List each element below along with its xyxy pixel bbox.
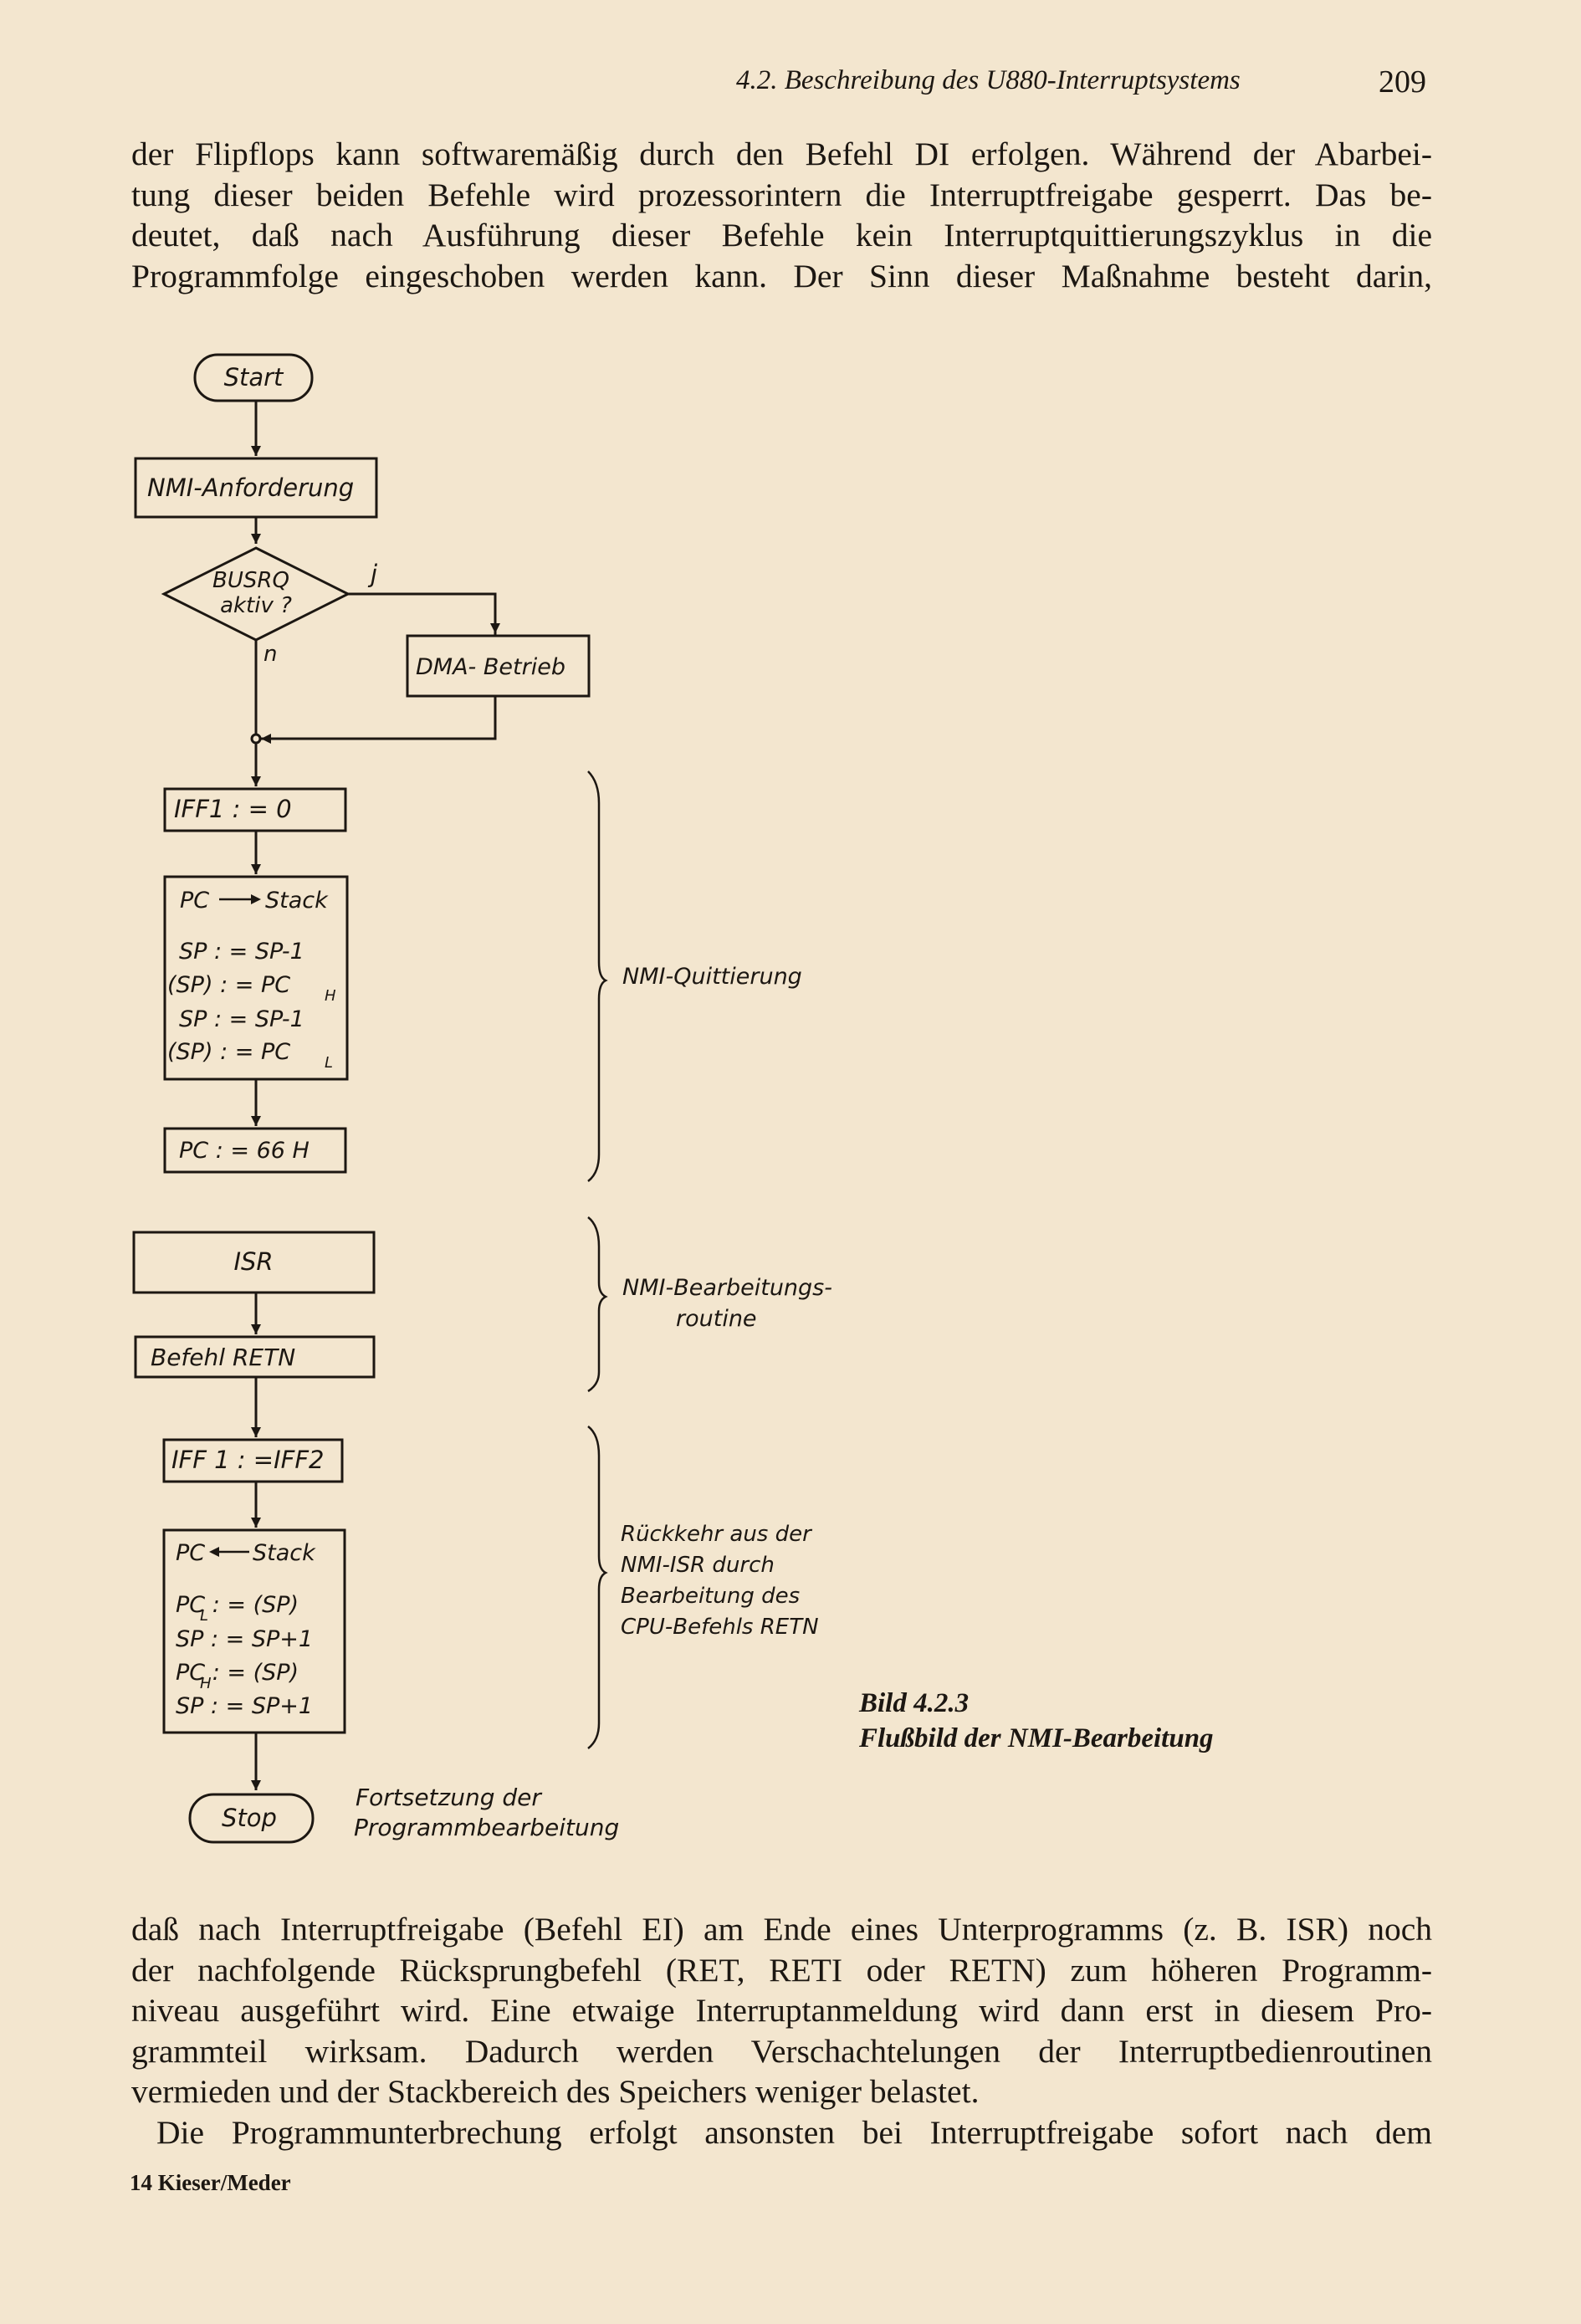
isr-label: ISR xyxy=(233,1247,273,1276)
retn-label: Befehl RETN xyxy=(151,1344,295,1371)
pc-stack-pop-head: PC xyxy=(176,1540,205,1566)
pc-stack-pop-box xyxy=(162,1528,346,1734)
pc-stack-head-target: Stack xyxy=(265,888,329,914)
text-line: vermieden und der Stackbereich des Speic… xyxy=(131,2073,980,2110)
pc-66h-label: PC : = 66 H xyxy=(179,1138,310,1164)
figure-caption-label: Bild 4.2.3 xyxy=(859,1688,970,1718)
pc-66h-box xyxy=(163,1127,347,1174)
decision-no-label: n xyxy=(264,642,277,667)
brace-label-rueckkehr: CPU-Befehls RETN xyxy=(621,1615,819,1640)
paragraph-last: Die Programmunterbrechung erfolgt ansons… xyxy=(156,2112,1432,2153)
pc-stack-pop-line: SP : = SP+1 xyxy=(176,1693,313,1719)
iff1-restore-box xyxy=(162,1438,344,1483)
brace-nmi-quittierung xyxy=(587,770,608,1182)
paragraph-top: der Flipflops kann softwaremäßig durch d… xyxy=(131,134,1432,296)
text-line: Programmfolge eingeschoben werden kann. … xyxy=(131,257,1432,294)
pc-stack-pop-head-target: Stack xyxy=(253,1540,316,1566)
pc-stack-head: PC xyxy=(180,888,209,914)
stop-label: Stop xyxy=(222,1804,277,1832)
dma-box xyxy=(406,634,591,698)
text-line: grammteil wirksam. Dadurch werden Versch… xyxy=(131,2032,1432,2070)
brace-label-rueckkehr: Bearbeitung des xyxy=(621,1584,800,1609)
pc-stack-sub: H xyxy=(325,987,336,1005)
page-number: 209 xyxy=(1379,64,1426,100)
pc-stack-line: SP : = SP-1 xyxy=(179,1006,304,1032)
text-line: der Flipflops kann softwaremäßig durch d… xyxy=(131,136,1432,172)
text-line: Die Programmunterbrechung erfolgt ansons… xyxy=(156,2114,1432,2151)
pc-stack-line: (SP) : = PC xyxy=(167,972,290,998)
pc-stack-pop-line: SP : = SP+1 xyxy=(176,1626,313,1652)
figure-caption: Bild 4.2.3 Flußbild der NMI-Bearbeitung xyxy=(859,1686,1214,1756)
decision-label-line2: aktiv ? xyxy=(220,593,292,618)
brace-label-rueckkehr: NMI-ISR durch xyxy=(621,1553,775,1578)
isr-box xyxy=(132,1231,376,1294)
brace-label-rueckkehr: Rückkehr aus der xyxy=(621,1522,813,1547)
pc-stack-pop-line: PC : = (SP) xyxy=(176,1660,299,1686)
text-line: daß nach Interruptfreigabe (Befehl EI) a… xyxy=(131,1911,1432,1948)
iff1-restore-label: IFF 1 : =IFF2 xyxy=(171,1446,324,1474)
stop-terminal xyxy=(188,1793,315,1844)
start-label: Start xyxy=(224,363,284,392)
pc-stack-line: SP : = SP-1 xyxy=(179,939,304,965)
paragraph-bottom: daß nach Interruptfreigabe (Befehl EI) a… xyxy=(131,1909,1432,2112)
text-line: niveau ausgeführt wird. Eine etwaige Int… xyxy=(131,1992,1432,2029)
text-line: der nachfolgende Rücksprungbefehl (RET, … xyxy=(131,1951,1432,1989)
pc-stack-sub: L xyxy=(325,1054,333,1072)
brace-label-quittierung: NMI-Quittierung xyxy=(622,964,802,990)
brace-nmi-bearbeitung xyxy=(587,1216,608,1393)
brace-label-bearbeitung-line2: routine xyxy=(676,1306,757,1332)
running-header-title: 4.2. Beschreibung des U880-Interruptsyst… xyxy=(736,65,1241,95)
figure-caption-text: Flußbild der NMI-Bearbeitung xyxy=(859,1723,1214,1753)
decision-label-line1: BUSRQ xyxy=(212,568,289,593)
continue-label-line1: Fortsetzung der xyxy=(356,1784,542,1811)
decision-yes-label: j xyxy=(367,560,378,588)
pc-stack-pop-sub: L xyxy=(200,1607,208,1625)
pc-stack-pop-sub: H xyxy=(200,1675,212,1692)
brace-label-bearbeitung-line1: NMI-Bearbeitungs- xyxy=(622,1275,832,1301)
footer-signature: 14 Kieser/Meder xyxy=(130,2170,291,2195)
nmi-request-label: NMI-Anforderung xyxy=(147,474,354,502)
text-line: deutet, daß nach Ausführung dieser Befeh… xyxy=(131,217,1432,253)
pc-stack-line: (SP) : = PC xyxy=(167,1039,290,1065)
brace-rueckkehr xyxy=(587,1426,608,1749)
text-line: tung dieser beiden Befehle wird prozesso… xyxy=(131,176,1432,213)
iff1-clear-label: IFF1 : = 0 xyxy=(174,795,292,823)
continue-label-line2: Programmbearbeitung xyxy=(354,1814,619,1841)
pc-stack-pop-line: PC : = (SP) xyxy=(176,1592,299,1618)
start-terminal xyxy=(193,353,314,402)
dma-label: DMA- Betrieb xyxy=(416,654,565,680)
